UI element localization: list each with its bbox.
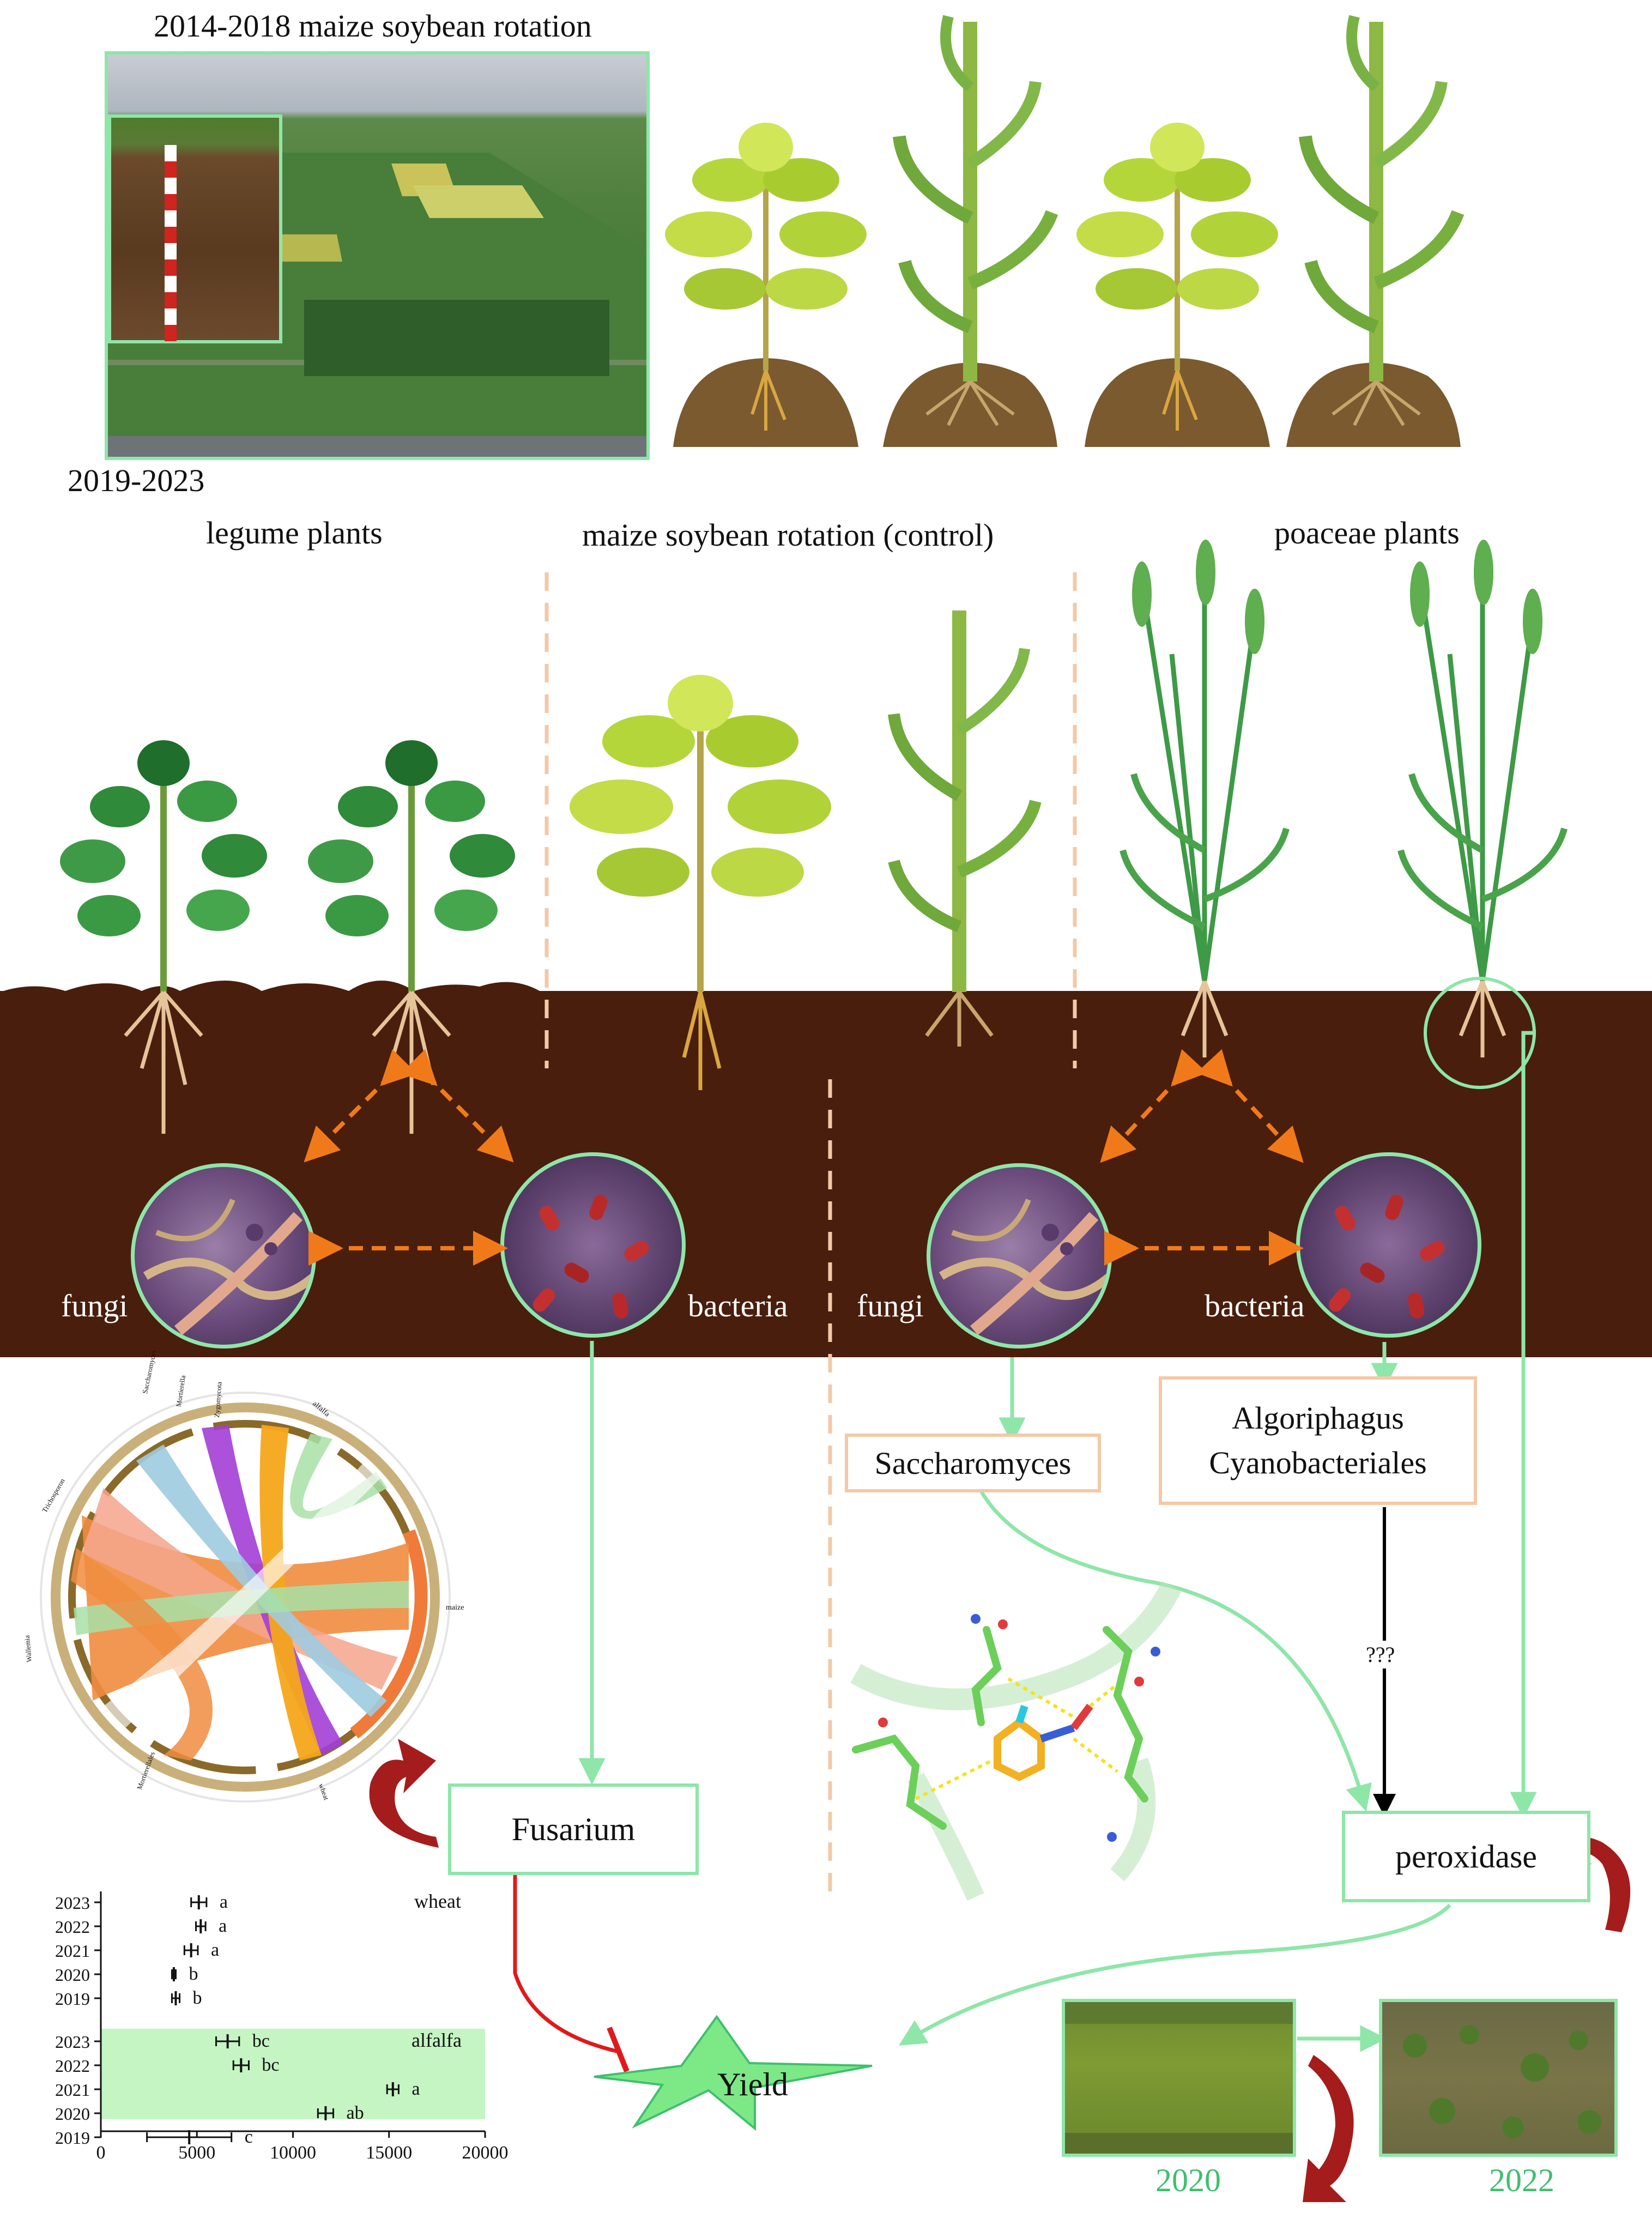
- maize-plant-2: [1299, 15, 1465, 426]
- peroxidase-text: peroxidase: [1395, 1838, 1537, 1875]
- period-label: 2019-2023: [68, 463, 205, 498]
- control-soybean-plant: [570, 675, 831, 1090]
- arrow-legume-bacteria: [400, 1049, 514, 1163]
- y-tick-label: 2023: [55, 2032, 90, 2052]
- treatment-plants: [60, 540, 1568, 1134]
- soil-mound-2: [883, 362, 1057, 447]
- significance-letter: b: [189, 1964, 198, 1984]
- arrow-peroxidase-yield: [899, 1903, 1451, 2046]
- x-tick-label: 10000: [270, 2143, 316, 2163]
- y-tick-label: 2020: [55, 1965, 90, 1985]
- year-2022-label: 2022: [1489, 2162, 1554, 2198]
- docking-structure: [850, 1581, 1182, 1901]
- y-tick-label: 2021: [55, 1941, 90, 1961]
- legume-plant-1: [60, 740, 267, 1134]
- x-tick-label: 5000: [178, 2143, 215, 2163]
- significance-letter: bc: [262, 2055, 279, 2075]
- field-photo-2022: [1379, 1999, 1618, 2157]
- legume-plants-label: legume plants: [206, 515, 383, 551]
- y-tick-label: 2021: [55, 2080, 90, 2100]
- fusarium-box: Fusarium: [448, 1783, 699, 1875]
- arrow-rootzone-peroxidase: [1510, 1031, 1537, 1819]
- significance-letter: bc: [252, 2031, 270, 2051]
- arrow-legume-fungi: [304, 1049, 417, 1163]
- fungi-label-right: fungi: [857, 1288, 924, 1323]
- red-arrow-chord: [369, 1739, 439, 1848]
- significance-letter: a: [412, 2079, 420, 2099]
- field-photo-2020: [1062, 1999, 1296, 2157]
- saccharomyces-text: Saccharomyces: [874, 1445, 1072, 1481]
- peroxidase-box: peroxidase: [1342, 1811, 1590, 1902]
- soybean-plant-1: [665, 123, 867, 431]
- y-tick-label: 2019: [55, 2128, 90, 2148]
- wheat-plant-1: [1120, 540, 1290, 1057]
- poaceae-plants-label: poaceae plants: [1274, 515, 1460, 551]
- wheat-plant-2: [1397, 540, 1568, 1057]
- alfalfa-highlight: [101, 2029, 485, 2119]
- significance-letter: a: [211, 1940, 219, 1960]
- soil-profile-inset: [108, 114, 282, 343]
- panel-label-alfalfa: alfalfa: [412, 2029, 462, 2051]
- yield-text: Yield: [717, 2066, 788, 2102]
- significance-letter: a: [219, 1916, 227, 1936]
- saccharomyces-box: Saccharomyces: [845, 1434, 1101, 1492]
- unknown-link-label: ???: [1363, 1641, 1399, 1668]
- rotation-plants: [665, 15, 1465, 447]
- panel-label-wheat: wheat: [414, 1890, 461, 1912]
- chord-diagram: [40, 1392, 451, 1803]
- y-tick-label: 2022: [55, 1917, 90, 1937]
- field-aerial-photo: [105, 51, 650, 460]
- y-tick-label: 2020: [55, 2104, 90, 2124]
- measuring-pole: [165, 145, 177, 341]
- x-tick-label: 0: [96, 2143, 106, 2163]
- soybean-plant-2: [1076, 123, 1278, 431]
- inhibit-bar: [607, 2027, 630, 2072]
- x-tick-label: 20000: [462, 2143, 509, 2163]
- y-tick-label: 2022: [55, 2056, 90, 2076]
- yield-star: [594, 2015, 873, 2131]
- chord-label-5: maize: [446, 1604, 464, 1612]
- fungi-circle-left: [131, 1163, 316, 1349]
- significance-letter: ab: [347, 2103, 364, 2123]
- maize-plant-1: [893, 15, 1058, 426]
- algoriphagus-text: Algoriphagus: [1232, 1400, 1404, 1436]
- arrow-poaceae-fungi: [1100, 1049, 1208, 1163]
- cyanobacteriales-text: Cyanobacteriales: [1209, 1445, 1427, 1480]
- y-tick-label: 2023: [55, 1893, 90, 1913]
- control-maize-plant: [888, 610, 1042, 1047]
- legume-plant-2: [308, 740, 515, 1134]
- soil-mound-4: [1286, 362, 1461, 447]
- significance-letter: a: [220, 1892, 228, 1912]
- arrow-poaceae-bacteria: [1196, 1049, 1304, 1163]
- bacteria-circle-left: [500, 1152, 686, 1338]
- soil-surface-bumps: [0, 981, 540, 1014]
- rotation-title: 2014-2018 maize soybean rotation: [154, 8, 592, 44]
- bacteria-label-right: bacteria: [1205, 1288, 1305, 1323]
- inhibit-fusarium-yield: [513, 1859, 622, 2054]
- fusarium-text: Fusarium: [511, 1811, 636, 1847]
- significance-letter: b: [193, 1988, 202, 2008]
- fungi-circle-right: [927, 1163, 1112, 1349]
- bacteria-label-left: bacteria: [688, 1288, 788, 1323]
- x-tick-label: 15000: [366, 2143, 412, 2163]
- y-tick-label: 2019: [55, 1989, 90, 2009]
- control-label: maize soybean rotation (control): [582, 517, 994, 553]
- fungi-label-left: fungi: [61, 1288, 128, 1323]
- significance-letter: c: [245, 2127, 253, 2147]
- red-arrow-photos: [1303, 2055, 1354, 2202]
- year-2020-label: 2020: [1155, 2162, 1221, 2198]
- algoriphagus-box: Algoriphagus Cyanobacteriales: [1159, 1376, 1477, 1505]
